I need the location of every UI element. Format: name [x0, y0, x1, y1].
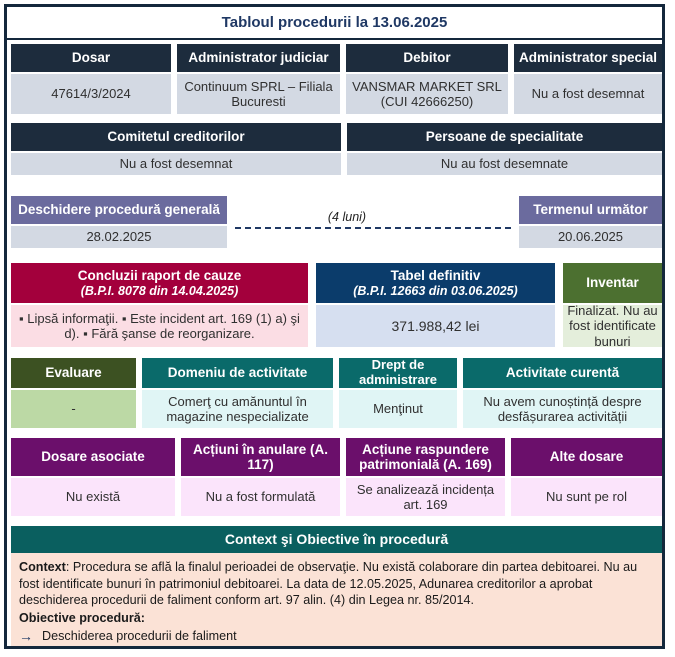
arrow-right-icon: →: [19, 627, 33, 644]
value-administrator-judiciar: Continuum SPRL – Filiala Bucuresti: [177, 74, 340, 114]
header-comitetul-creditorilor: Comitetul creditorilor: [11, 123, 341, 151]
header-deschidere-procedura-generala: Deschidere procedură generală: [11, 196, 227, 224]
header-evaluare: Evaluare: [11, 358, 136, 388]
title-divider: [7, 38, 662, 40]
timeline-duration-label: (4 luni): [327, 210, 367, 224]
value-domeniu-de-activitate: Comerţ cu amănuntul în magazine nespecia…: [142, 390, 333, 428]
header-dosar: Dosar: [11, 44, 171, 72]
timeline-dashed-line: [235, 227, 511, 229]
header-concluzii-subtitle: (B.P.I. 8078 din 14.04.2025): [80, 283, 239, 298]
context-paragraph: Context: Procedura se află la finalul pe…: [19, 559, 654, 609]
context-body: Context: Procedura se află la finalul pe…: [11, 553, 662, 646]
header-drept-de-administrare: Drept de administrare: [339, 358, 457, 388]
value-administrator-special: Nu a fost desemnat: [514, 74, 662, 114]
header-inventar: Inventar: [563, 263, 662, 303]
header-debitor: Debitor: [346, 44, 508, 72]
value-activitate-curenta: Nu avem cunoștință despre desfășurarea a…: [463, 390, 662, 428]
value-dosar: 47614/3/2024: [11, 74, 171, 114]
header-dosare-asociate: Dosare asociate: [11, 438, 175, 476]
header-persoane-de-specialitate: Persoane de specialitate: [347, 123, 662, 151]
page-title: Tabloul procedurii la 13.06.2025: [7, 7, 662, 38]
objectives-label: Obiective procedură:: [19, 611, 145, 626]
header-termenul-urmator: Termenul următor: [519, 196, 662, 224]
value-termenul-urmator: 20.06.2025: [519, 226, 662, 248]
context-label: Context: [19, 560, 66, 574]
value-concluzii-raport-de-cauze: ▪ Lipsă informaţii. ▪ Este incident art.…: [11, 305, 308, 347]
objective-text: Deschiderea procedurii de faliment: [42, 628, 237, 643]
header-context-si-obiective: Context şi Obiective în procedură: [11, 526, 662, 553]
value-actiuni-in-anulare: Nu a fost formulată: [181, 478, 340, 516]
value-dosare-asociate: Nu există: [11, 478, 175, 516]
header-tabel-definitiv-subtitle: (B.P.I. 12663 din 03.06.2025): [353, 283, 518, 298]
header-concluzii-raport-de-cauze: Concluzii raport de cauze (B.P.I. 8078 d…: [11, 263, 308, 303]
header-administrator-special: Administrator special: [514, 44, 662, 72]
value-alte-dosare: Nu sunt pe rol: [511, 478, 662, 516]
value-drept-de-administrare: Menţinut: [339, 390, 457, 428]
header-concluzii-title: Concluzii raport de cauze: [77, 268, 242, 284]
objective-item: → Deschiderea procedurii de faliment: [19, 628, 654, 645]
value-actiune-raspundere-patrimoniala: Se analizează incidența art. 169: [346, 478, 505, 516]
header-activitate-curenta: Activitate curentă: [463, 358, 662, 388]
header-domeniu-de-activitate: Domeniu de activitate: [142, 358, 333, 388]
value-evaluare: -: [11, 390, 136, 428]
header-actiuni-in-anulare: Acțiuni în anulare (A. 117): [181, 438, 340, 476]
header-actiune-raspundere-patrimoniala: Acțiune raspundere patrimonială (A. 169): [346, 438, 505, 476]
procedure-table-frame: Tabloul procedurii la 13.06.2025 Dosar 4…: [4, 4, 665, 649]
value-tabel-definitiv: 371.988,42 lei: [316, 305, 555, 347]
header-alte-dosare: Alte dosare: [511, 438, 662, 476]
header-tabel-definitiv: Tabel definitiv (B.P.I. 12663 din 03.06.…: [316, 263, 555, 303]
value-deschidere-procedura-generala: 28.02.2025: [11, 226, 227, 248]
value-inventar: Finalizat. Nu au fost identificate bunur…: [563, 303, 662, 349]
value-comitetul-creditorilor: Nu a fost desemnat: [11, 153, 341, 175]
header-administrator-judiciar: Administrator judiciar: [177, 44, 340, 72]
value-persoane-de-specialitate: Nu au fost desemnate: [347, 153, 662, 175]
header-tabel-definitiv-title: Tabel definitiv: [390, 268, 481, 284]
value-debitor: VANSMAR MARKET SRL (CUI 42666250): [346, 74, 508, 114]
context-text: : Procedura se află la finalul perioadei…: [19, 560, 638, 608]
